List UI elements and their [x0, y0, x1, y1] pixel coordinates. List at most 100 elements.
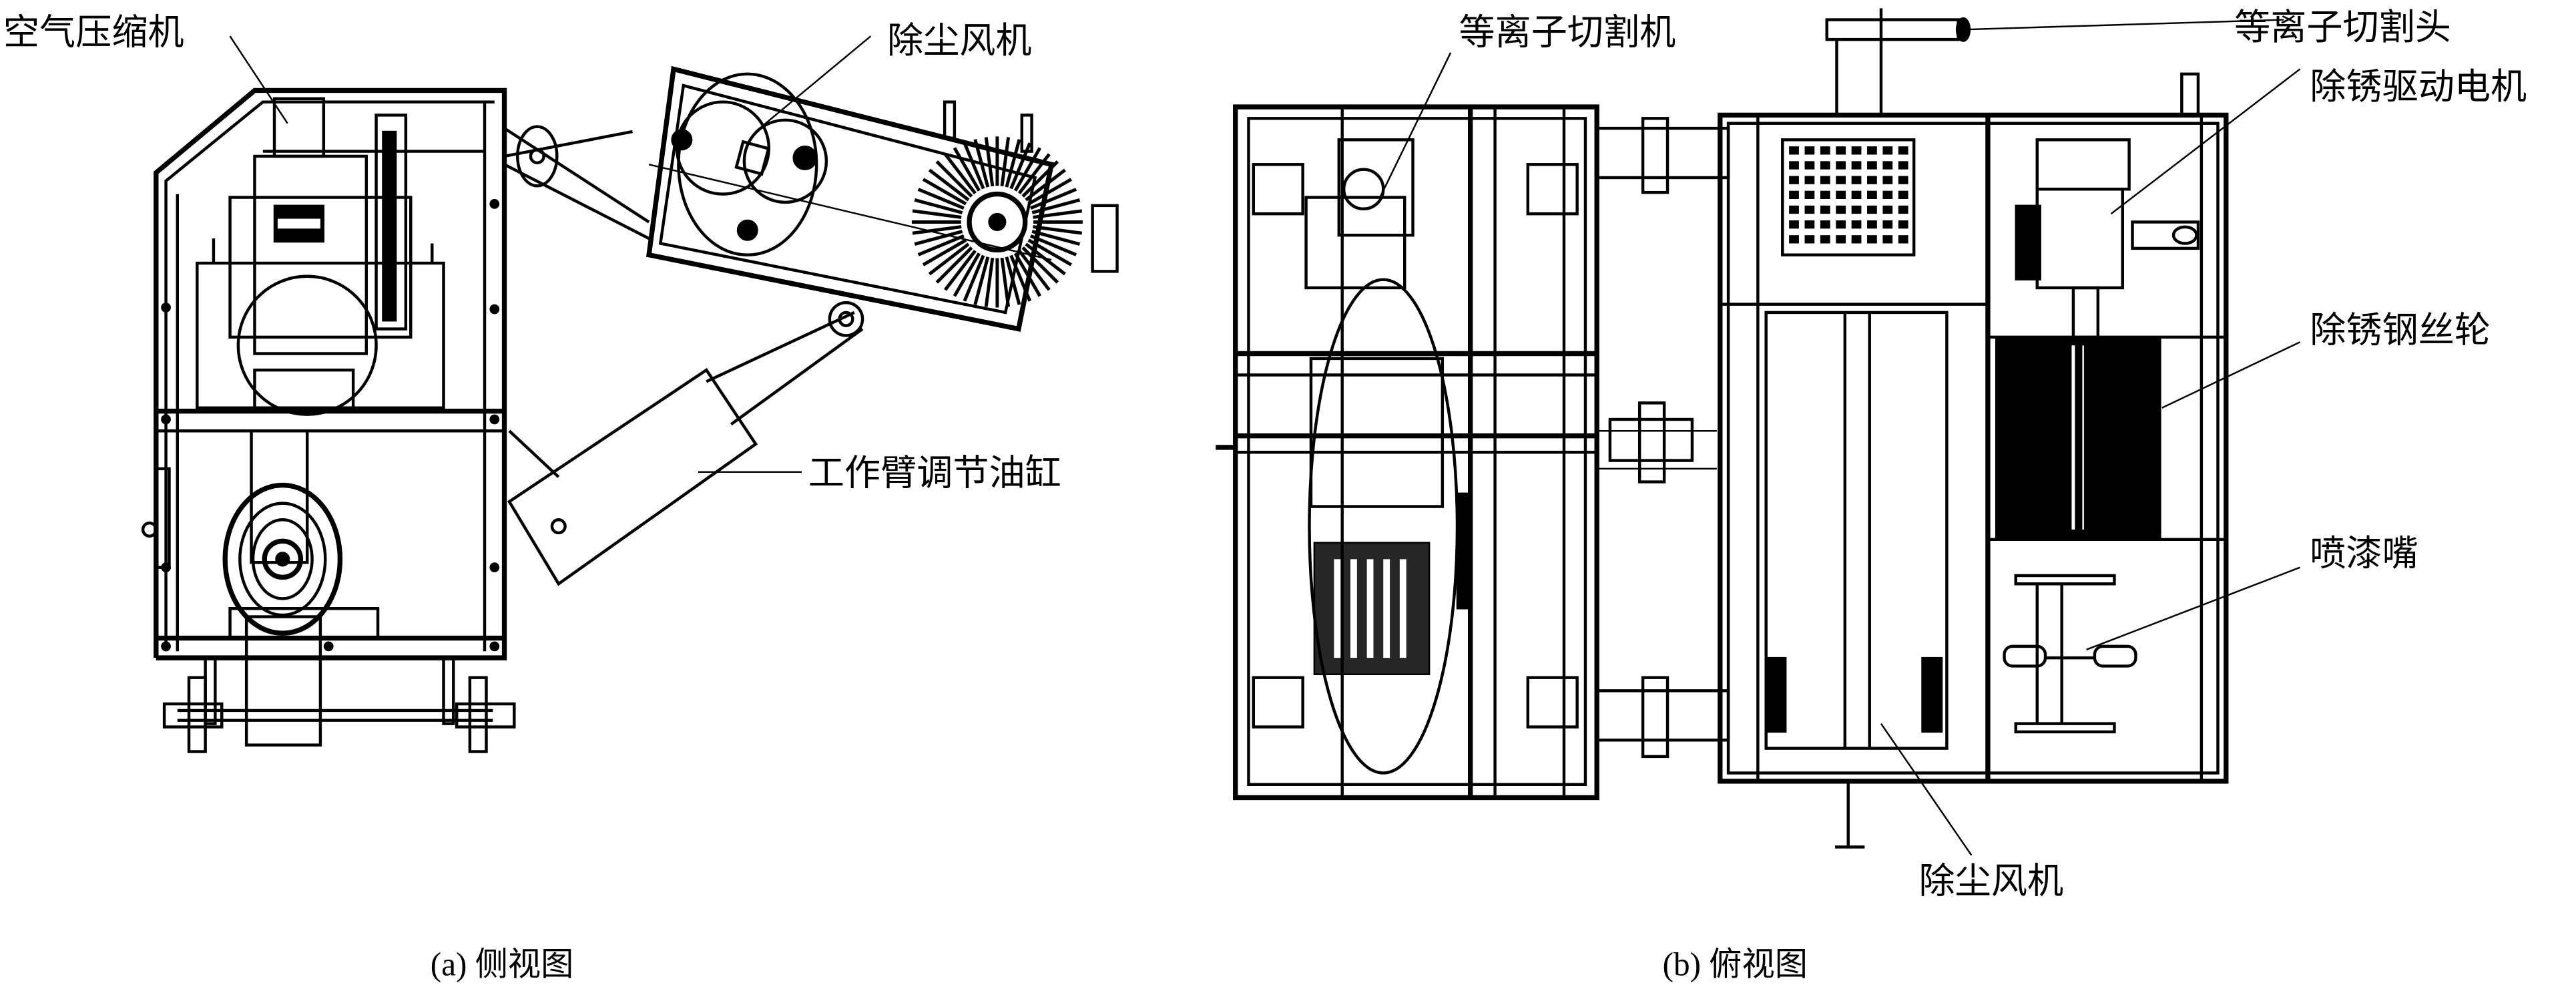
filter-cell: [1804, 161, 1815, 170]
filter-cell: [1804, 176, 1815, 184]
caption-top-view: (b) 俯视图: [1663, 946, 1808, 982]
leader-lines-side: [229, 35, 872, 473]
arm-cylinder: [507, 301, 864, 586]
filter-cell: [1882, 161, 1893, 170]
filter-cell: [1898, 190, 1908, 199]
filter-cell: [1804, 146, 1815, 155]
plasma-cutter-frame: [1216, 104, 1599, 801]
brush-bristle: [1005, 256, 1021, 305]
brush-bristle: [1033, 225, 1083, 235]
brush-bristle: [1017, 249, 1051, 291]
filter-cell: [1820, 205, 1830, 214]
filter-cell: [1882, 220, 1893, 229]
brush-bristle: [1021, 160, 1059, 198]
filter-cell: [1789, 161, 1799, 170]
filter-cell: [1867, 205, 1877, 214]
brush-bristle: [922, 238, 967, 266]
filter-cell: [1867, 161, 1877, 170]
brush-bristle: [963, 142, 985, 190]
brush-bristle: [922, 178, 967, 206]
side-view: 空气压缩机 除尘风机 工作臂调节油缸 (a) 侧视图: [3, 11, 1119, 982]
arm-links: [503, 125, 650, 240]
derust-frame: [1718, 8, 2229, 849]
filter-cell: [1882, 235, 1893, 244]
filter-cell: [1898, 235, 1908, 244]
caption-side-view: (a) 侧视图: [431, 946, 574, 982]
filter-cell: [1882, 176, 1893, 184]
brush-bristle: [1000, 257, 1011, 307]
brush-bristle: [1025, 242, 1066, 276]
brush-bristle: [1013, 252, 1042, 297]
label-plasma-cutter: 等离子切割机: [1459, 11, 1676, 53]
brush-bristle: [1021, 246, 1059, 284]
filter-cell: [1867, 220, 1877, 229]
filter-cell: [1898, 146, 1908, 155]
filter-cell: [1804, 205, 1815, 214]
track-wheels: [162, 656, 516, 753]
filter-cell: [1820, 235, 1830, 244]
filter-cell: [1789, 190, 1799, 199]
filter-cell: [1851, 161, 1862, 170]
label-spray-nozzle: 喷漆嘴: [2310, 532, 2418, 574]
filter-cell: [1851, 235, 1862, 244]
brush-bristle: [984, 257, 995, 307]
filter-cell: [1836, 235, 1846, 244]
brush-bristle: [1031, 198, 1081, 214]
brush-bristle: [984, 137, 995, 187]
filter-cell: [1867, 176, 1877, 184]
brush-bristle: [914, 230, 963, 246]
label-wire-wheel: 除锈钢丝轮: [2310, 309, 2491, 351]
brush-bristle: [928, 242, 970, 276]
filter-cell: [1820, 176, 1830, 184]
cabinet-frame: [154, 87, 507, 660]
filter-cell: [1851, 176, 1862, 184]
filter-cell: [1867, 190, 1877, 199]
filter-cell: [1851, 190, 1862, 199]
brush-bristle: [1005, 139, 1021, 188]
label-dust-fan-top: 除尘风机: [1919, 859, 2064, 902]
label-plasma-head: 等离子切割头: [2234, 6, 2451, 48]
brush-bristle: [953, 147, 981, 192]
brush-bristle: [944, 249, 977, 291]
brush-bristle: [1017, 153, 1051, 194]
brush-bristle: [1027, 238, 1072, 266]
brush-bristle: [1031, 230, 1081, 246]
filter-cell: [1882, 205, 1893, 214]
filter-cell: [1836, 190, 1846, 199]
filter-cell: [1898, 205, 1908, 214]
brush-bristle: [1029, 234, 1077, 256]
label-dust-fan-side: 除尘风机: [887, 19, 1032, 61]
frame-connectors: [1595, 117, 1730, 759]
filter-cell: [1789, 146, 1799, 155]
label-air-compressor: 空气压缩机: [3, 11, 184, 53]
label-derust-motor: 除锈驱动电机: [2310, 65, 2527, 108]
filter-cell: [1836, 161, 1846, 170]
brush-bristle: [1033, 209, 1083, 219]
filter-cell: [1836, 176, 1846, 184]
wire-brush-wheel: [911, 136, 1083, 308]
filter-cell: [1820, 220, 1830, 229]
filter-cell: [1867, 146, 1877, 155]
brush-bristle: [973, 139, 990, 188]
brush-bristle: [973, 256, 990, 305]
brush-bristle: [953, 252, 981, 297]
dust-filter-grid: [1789, 146, 1908, 244]
top-view: 等离子切割机 等离子切割头 除锈驱动电机 除锈钢丝轮 喷漆嘴 除尘风机 (b) …: [1216, 6, 2527, 982]
brush-bristle: [1027, 178, 1072, 206]
brush-bristle: [917, 234, 965, 256]
filter-cell: [1789, 176, 1799, 184]
filter-cell: [1836, 205, 1846, 214]
drive-wheel-assembly: [141, 429, 380, 747]
filter-cell: [1820, 190, 1830, 199]
filter-cell: [1898, 220, 1908, 229]
filter-cell: [1804, 220, 1815, 229]
filter-cell: [1882, 146, 1893, 155]
label-arm-cylinder: 工作臂调节油缸: [808, 452, 1061, 494]
filter-cell: [1789, 220, 1799, 229]
filter-cell: [1804, 235, 1815, 244]
filter-cell: [1789, 235, 1799, 244]
brush-bristle: [1000, 137, 1011, 187]
filter-cell: [1820, 146, 1830, 155]
brush-head: [646, 65, 1119, 332]
